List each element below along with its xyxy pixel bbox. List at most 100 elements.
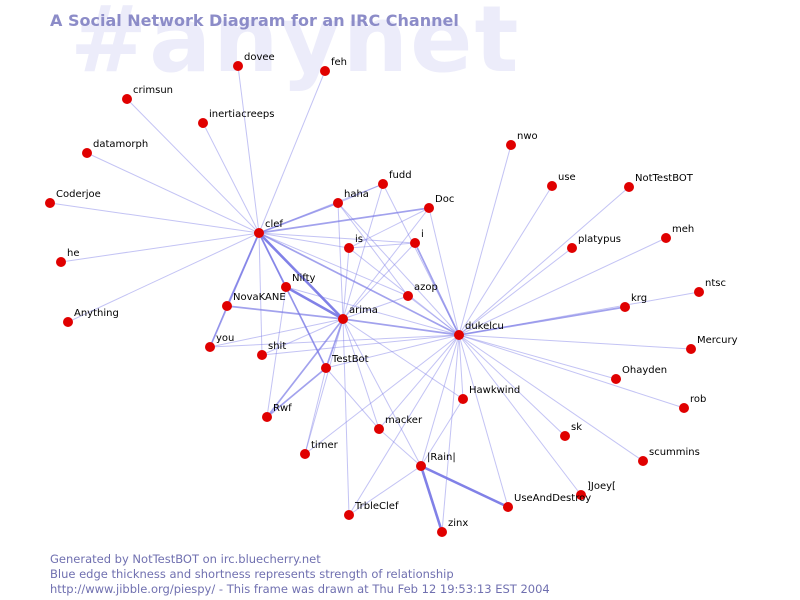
- edge-dukelcu-useanddestroy: [458, 334, 509, 508]
- edge-dukelcu-hawkwind: [458, 334, 464, 400]
- edge-arima-i: [342, 242, 416, 320]
- edge-nifty-rwf: [266, 286, 287, 418]
- edge-clef-shit: [258, 232, 263, 356]
- edge-rain-zinx: [419, 465, 444, 533]
- edge-clef-testbot: [258, 232, 327, 369]
- edge-dukelcu-mercury: [458, 334, 692, 350]
- node-rain: |Rain|: [416, 452, 456, 471]
- node-dot: [638, 456, 648, 466]
- node-azop: azop: [403, 282, 438, 301]
- edge-clef-i: [258, 232, 416, 244]
- node-dot: [320, 66, 330, 76]
- edge-is-doc: [348, 207, 430, 249]
- node-dot: [679, 403, 689, 413]
- node-label: NovaKANE: [233, 292, 286, 303]
- node-dot: [547, 181, 557, 191]
- node-dot: [233, 61, 243, 71]
- node-is: is: [344, 234, 363, 253]
- node-anything: Anything: [63, 308, 119, 327]
- node-rob: rob: [679, 394, 706, 413]
- node-dot: [262, 412, 272, 422]
- node-label: Doc: [435, 194, 454, 205]
- edge-dukelcu-rob: [458, 334, 685, 409]
- node-label: TestBot: [331, 354, 369, 365]
- node-ntsc: ntsc: [694, 278, 726, 297]
- node-label: he: [67, 248, 80, 259]
- node-label: inertiacreeps: [209, 109, 274, 120]
- node-useanddestroy: UseAndDestroy: [503, 493, 591, 512]
- edge-clef-doc: [258, 207, 430, 234]
- node-dot: [410, 238, 420, 248]
- edge-dukelcu-platypus: [458, 247, 573, 336]
- node-dovee: dovee: [233, 52, 275, 71]
- node-dukelcu: dukelcu: [454, 321, 504, 340]
- node-dot: [403, 291, 413, 301]
- node-dot: [424, 203, 434, 213]
- edge-arima-timer: [304, 318, 344, 455]
- node-dot: [506, 140, 516, 150]
- node-dot: [661, 233, 671, 243]
- node-dot: [205, 342, 215, 352]
- node-label: Hawkwind: [469, 385, 520, 396]
- node-label: haha: [344, 189, 369, 200]
- edge-clef-he: [60, 232, 260, 263]
- edge-arima-rwf: [266, 318, 344, 418]
- edge-dukelcu-sk: [458, 334, 566, 437]
- node-coderjoe: Coderjoe: [45, 189, 101, 208]
- edge-layer: [49, 65, 700, 533]
- edge-dukelcu-i: [414, 242, 460, 336]
- edge-rain-useanddestroy: [420, 464, 509, 509]
- edge-dukelcu-shit: [261, 334, 460, 356]
- node-meh: meh: [661, 224, 694, 243]
- edge-clef-dovee: [237, 65, 260, 234]
- node-label: you: [216, 333, 234, 344]
- node-label: clef: [265, 219, 283, 230]
- node-dot: [222, 301, 232, 311]
- footer-url-timestamp: http://www.jibble.org/piespy/ - This fra…: [50, 582, 550, 596]
- edge-arima-rain: [342, 318, 422, 467]
- edge-dukelcu-azop: [407, 295, 460, 336]
- node-label: NotTestBOT: [635, 173, 694, 184]
- node-platypus: platypus: [567, 234, 621, 253]
- node-dot: [611, 374, 621, 384]
- edge-clef-haha: [258, 202, 339, 234]
- edge-clef-anything: [67, 232, 260, 323]
- edge-is-i: [348, 242, 416, 249]
- node-fudd: fudd: [378, 170, 412, 189]
- node-shit: shit: [257, 341, 286, 360]
- node-dot: [620, 302, 630, 312]
- edge-clef-azop: [258, 232, 409, 297]
- node-label: fudd: [389, 170, 412, 181]
- node-rwf: Rwf: [262, 403, 292, 422]
- edge-dukelcu-krg: [458, 306, 626, 336]
- diagram-title: A Social Network Diagram for an IRC Chan…: [50, 11, 459, 30]
- edge-testbot-macker: [325, 367, 380, 430]
- edge-dukelcu-nwo: [458, 144, 512, 336]
- node-label: Ohayden: [622, 365, 667, 376]
- node-label: dovee: [244, 52, 275, 63]
- edge-arima-you: [209, 318, 344, 348]
- node-dot: [686, 344, 696, 354]
- node-inertiacreeps: inertiacreeps: [198, 109, 274, 128]
- node-label: arima: [349, 305, 378, 316]
- edge-dukelcu-rain: [420, 334, 460, 467]
- node-trbleclef: TrbleClef: [344, 501, 399, 520]
- node-label: Nifty: [292, 273, 316, 284]
- edge-clef-datamorph: [86, 152, 260, 234]
- edge-dukelcu-meh: [458, 237, 667, 336]
- node-dot: [45, 198, 55, 208]
- edge-clef-arima: [258, 232, 344, 320]
- edge-testbot-timer: [304, 367, 327, 455]
- edge-haha-fudd: [337, 183, 384, 204]
- edge-dukelcu-timer: [304, 334, 460, 455]
- edge-rain-hawkwind: [420, 398, 464, 467]
- node-dot: [694, 287, 704, 297]
- edge-arima-trbleclef: [342, 318, 350, 516]
- node-hawkwind: Hawkwind: [458, 385, 520, 404]
- node-i: i: [410, 229, 424, 248]
- node-arima: arima: [338, 305, 378, 324]
- edge-dukelcu-you: [209, 334, 460, 348]
- node-label: Coderjoe: [56, 189, 101, 200]
